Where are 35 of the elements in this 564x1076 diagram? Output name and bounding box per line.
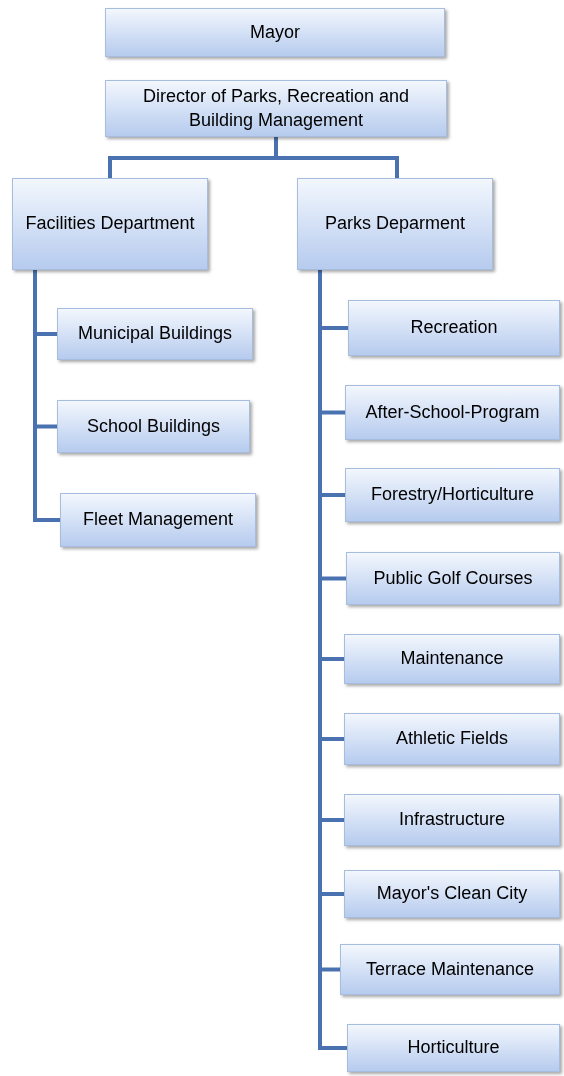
box-label: Parks Deparment [324,212,466,236]
org-box [345,468,560,522]
box-label: Mayor's Clean City [376,882,528,906]
connector-line [274,137,399,178]
box-label: Public Golf Courses [373,566,533,590]
box-label: After-School-Program [365,400,540,424]
box-label: Forestry/Horticulture [370,483,534,507]
org-box [344,794,560,846]
org-box [344,713,560,765]
box-label: Municipal Buildings [77,322,233,346]
org-box [60,493,256,547]
org-box [12,178,208,270]
box-label: Mayor [250,20,300,44]
box-label: Recreation [410,316,498,340]
org-box [57,400,250,453]
box-label: Maintenance [400,647,504,671]
box-label: Fleet Management [82,508,234,532]
org-box [57,308,253,360]
org-box [345,385,560,440]
org-box [344,870,560,918]
org-box [105,80,447,137]
box-label: Terrace Maintenance [365,957,535,981]
org-box [105,8,445,57]
org-box [297,178,493,270]
org-box [348,300,560,356]
box-label: Athletic Fields [395,727,508,751]
box-label: Infrastructure [398,808,505,832]
org-box [346,552,560,605]
box-label: Director of Parks, Recreation and Building Management [141,85,411,132]
org-box [347,1024,560,1072]
box-label: Facilities Department [25,212,195,236]
box-label: Horticulture [407,1036,500,1060]
org-box [344,634,560,684]
org-box [340,944,560,995]
box-label: School Buildings [86,414,221,438]
